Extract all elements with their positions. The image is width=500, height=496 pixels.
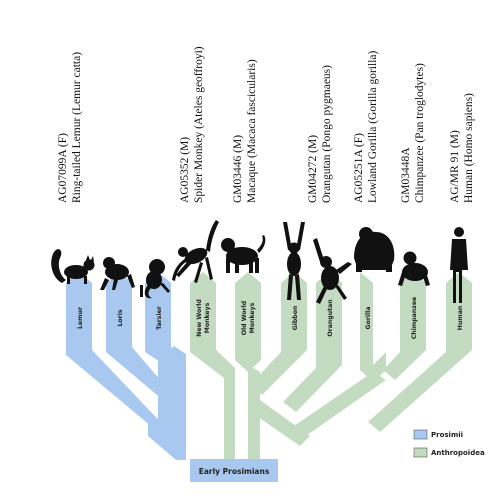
- root-label: Early Prosimians: [199, 467, 270, 476]
- branch-label-orangutan: Orangutan: [327, 299, 334, 336]
- branch-anthropoid-join: [248, 400, 310, 446]
- branch-chimpanzee: [383, 272, 426, 380]
- branch-gorilla: [360, 272, 386, 382]
- sample-id-gorilla: AG05251A (F): [353, 133, 365, 203]
- branch-loris: [106, 272, 173, 400]
- human-silhouette: [450, 227, 468, 303]
- branch-label-loris: Loris: [117, 309, 124, 326]
- branch-lemur: [66, 272, 170, 432]
- sample-species-orangutan: Orangutan (Pongo pygmaeus): [321, 65, 333, 203]
- legend: Prosimii Anthropoidea: [413, 429, 485, 458]
- branch-label-new-world-1: New World: [196, 299, 203, 337]
- sample-id-chimpanzee: GM03448A: [400, 147, 412, 203]
- sample-id-old-world: GM03446 (M): [232, 135, 244, 203]
- sample-species-new-world: Spider Monkey (Ateles geoffroyi): [193, 46, 205, 203]
- silhouettes: [51, 220, 468, 304]
- branch-label-tarsier: Tarsier: [156, 305, 163, 330]
- branch-ape-stem: [288, 372, 386, 440]
- branch-label-gorilla: Gorilla: [365, 307, 372, 330]
- sample-species-lemur: Ring-tailed Lemur (Lemur catta): [71, 52, 83, 203]
- legend-label-anthropoidea: Anthropoidea: [431, 449, 485, 457]
- branch-label-old-world-2: Monkeys: [249, 302, 256, 333]
- spider-monkey-silhouette: [172, 220, 219, 283]
- legend-swatch-prosimii: [413, 429, 428, 440]
- chimpanzee-silhouette: [398, 251, 430, 286]
- sample-id-new-world: AG05352 (M): [179, 137, 191, 203]
- branch-old-world-monkeys: [235, 272, 261, 372]
- sample-species-chimpanzee: Chimpanzee (Pan troglodytes): [414, 63, 426, 203]
- root-box: [190, 459, 278, 482]
- branch-gibbon: [250, 272, 307, 395]
- anthropoidea-branches: [190, 272, 472, 460]
- orangutan-silhouette: [313, 238, 352, 304]
- gorilla-silhouette: [354, 227, 395, 272]
- sample-id-orangutan: GM04272 (M): [307, 135, 319, 203]
- branch-label-chimpanzee: Chimpanzee: [411, 297, 418, 340]
- tarsier-silhouette: [140, 259, 170, 299]
- branch-orangutan: [283, 272, 342, 412]
- sample-id-human: AG/MR 91 (M): [449, 130, 461, 203]
- sample-id-lemur: AG07099A (F): [57, 133, 69, 203]
- loris-silhouette: [100, 257, 135, 290]
- branch-label-old-world-1: Old World: [241, 301, 248, 335]
- gibbon-silhouette: [283, 222, 305, 300]
- branch-human: [368, 272, 472, 432]
- branch-labels: Lemur Loris Tarsier New World Monkeys Ol…: [77, 297, 464, 340]
- branch-prosimii-stem: [158, 346, 186, 432]
- legend-label-prosimii: Prosimii: [431, 431, 463, 439]
- sample-labels: AG07099A (F) Ring-tailed Lemur (Lemur ca…: [57, 46, 475, 203]
- branch-label-human: Human: [457, 306, 464, 331]
- branch-new-world-monkeys: [190, 272, 235, 460]
- prosimii-branches: [66, 272, 186, 460]
- sample-species-human: Human (Homo sapiens): [463, 93, 475, 203]
- macaque-silhouette: [221, 235, 266, 273]
- branch-tarsier: [145, 272, 171, 362]
- sample-species-gorilla: Lowland Gorilla (Gorilla gorilla): [367, 50, 379, 203]
- branch-label-new-world-2: Monkeys: [204, 302, 211, 333]
- root-node: Early Prosimians: [190, 459, 278, 482]
- sample-species-old-world: Macaque (Macaca fascicularis): [246, 59, 258, 203]
- branch-label-lemur: Lemur: [77, 306, 84, 329]
- legend-swatch-anthropoidea: [413, 447, 428, 458]
- branch-label-gibbon: Gibbon: [292, 306, 299, 331]
- lemur-silhouette: [51, 249, 95, 284]
- branch-prosimii-base: [148, 424, 186, 460]
